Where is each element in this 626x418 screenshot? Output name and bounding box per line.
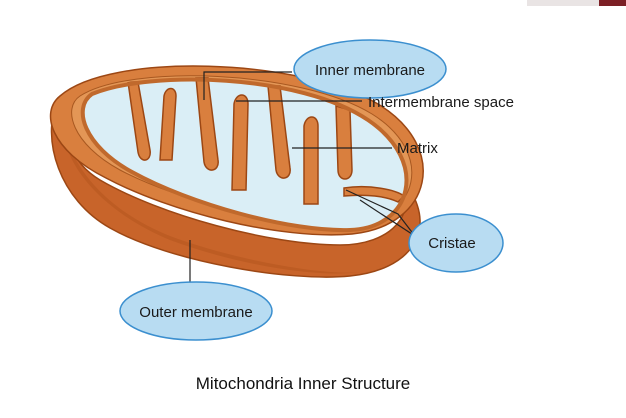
outer-membrane-label: Outer membrane (139, 304, 252, 321)
cristae-label: Cristae (428, 235, 476, 252)
matrix-label: Matrix (397, 140, 438, 157)
intermembrane-space-label: Intermembrane space (368, 94, 514, 111)
inner-membrane-bubble (293, 39, 447, 99)
inner-membrane-outline (80, 77, 409, 233)
leader-cristae (345, 189, 419, 241)
leader-lines (189, 71, 419, 292)
inner-membrane-label: Inner membrane (315, 62, 425, 79)
leader-cristae-b (359, 199, 419, 239)
corner-strip-dark (599, 0, 626, 6)
cristae-folds (127, 77, 406, 205)
outer-membrane-bubble (119, 281, 273, 341)
leader-inner-membrane (203, 71, 292, 100)
corner-strip-light (527, 0, 599, 6)
diagram-title: Mitochondria Inner Structure (196, 374, 411, 393)
cristae-bubble (408, 213, 504, 273)
